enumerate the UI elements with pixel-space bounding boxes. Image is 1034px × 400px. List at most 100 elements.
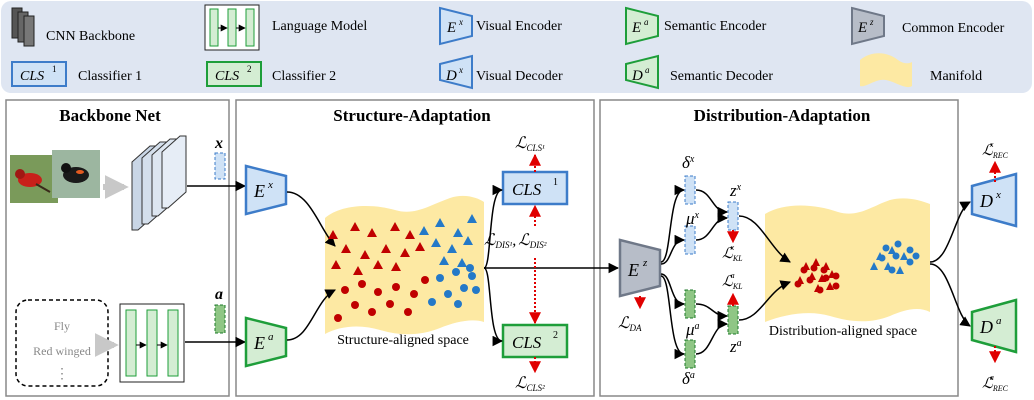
manifold-to-cls2-arrow — [483, 267, 504, 347]
svg-text:2: 2 — [553, 330, 558, 341]
svg-text:x: x — [458, 17, 463, 27]
semantic-decoder-icon: D a — [625, 54, 659, 90]
semantic-encoder: E a — [244, 316, 288, 368]
common-encoder-icon: E z — [851, 6, 885, 46]
classifier-2-icon: CLS 2 — [206, 61, 262, 87]
delta-x-label: δx — [682, 153, 695, 172]
semantic-decoder: D a — [970, 298, 1018, 354]
language-model-block — [119, 303, 185, 383]
svg-text:CLS: CLS — [215, 69, 239, 84]
legend-common-encoder: Common Encoder — [902, 21, 1005, 36]
legend-semantic-decoder: Semantic Decoder — [670, 69, 773, 84]
loss-cls2: ℒCLS² — [515, 375, 545, 393]
svg-text:x: x — [458, 65, 463, 75]
svg-text:D: D — [979, 317, 993, 337]
text-description-box: Fly Red winged ⋮ — [15, 299, 109, 387]
delta-a-vector — [684, 339, 696, 369]
mu-x-label: μx — [685, 209, 700, 228]
ez-to-mu-a — [660, 273, 686, 310]
structure-red-triangles — [328, 222, 425, 275]
svg-text:CLS: CLS — [512, 333, 542, 352]
svg-text:Fly: Fly — [54, 319, 70, 333]
cnn-backbone-icon — [11, 7, 35, 47]
svg-text:D: D — [979, 191, 993, 211]
classifier-1-icon: CLS 1 — [11, 61, 67, 87]
svg-text:E: E — [627, 260, 639, 280]
svg-text:E: E — [253, 333, 265, 353]
mu-a-to-za — [695, 303, 729, 322]
loss-da: ℒDA — [618, 315, 642, 333]
svg-text:1: 1 — [553, 177, 558, 188]
delta-a-to-za — [695, 318, 729, 355]
legend-language-model: Language Model — [272, 19, 367, 34]
distribution-panel-title: Distribution-Adaptation — [694, 106, 871, 125]
structure-blue-triangles — [419, 214, 477, 267]
svg-text:x: x — [267, 179, 273, 191]
feature-x-vector — [214, 152, 226, 180]
ez-to-delta-a — [660, 275, 686, 360]
language-model-icon — [204, 4, 260, 51]
svg-text:a: a — [268, 331, 274, 343]
bird-image-2 — [52, 150, 100, 198]
visual-decoder-icon: D x — [439, 54, 473, 90]
svg-text:CLS: CLS — [512, 180, 542, 199]
structure-red-dots — [334, 276, 429, 322]
svg-text:z: z — [869, 17, 874, 27]
mu-x-to-zx — [695, 212, 729, 241]
mu-a-vector — [684, 289, 696, 319]
loss-rec-a: ℒRECa — [982, 373, 1009, 393]
loss-dis: ℒDIS¹,ℒDIS² — [484, 232, 547, 250]
distribution-red-cluster — [794, 258, 840, 294]
svg-text:a: a — [645, 65, 650, 75]
legend-manifold: Manifold — [930, 69, 982, 84]
structure-manifold — [325, 195, 484, 335]
legend-semantic-encoder: Semantic Encoder — [664, 19, 767, 34]
loss-cls1: ℒCLS¹ — [515, 135, 545, 153]
svg-text:x: x — [995, 189, 1001, 201]
ex-to-manifold-arrow — [286, 191, 336, 247]
z-x-vector — [727, 201, 739, 231]
z-x-label: zx — [729, 181, 742, 200]
classifier-2: CLS 2 — [501, 323, 569, 359]
loss-rec-x: ℒRECx — [982, 140, 1009, 160]
mu-x-vector — [684, 225, 696, 255]
structure-space-label: Structure-aligned space — [337, 333, 469, 348]
svg-text:E: E — [857, 20, 867, 36]
classifier-1: CLS 1 — [501, 170, 569, 206]
mu-a-label: μa — [685, 320, 700, 339]
ea-to-manifold-arrow — [286, 289, 336, 341]
distribution-blue-cluster — [870, 240, 920, 274]
feature-a-label: a — [215, 286, 223, 303]
backbone-panel-title: Backbone Net — [59, 106, 161, 125]
distribution-manifold — [765, 198, 930, 322]
svg-text:E: E — [446, 20, 456, 36]
ez-to-mu-x — [660, 234, 686, 265]
svg-text:1: 1 — [52, 64, 57, 74]
manifold-icon — [860, 53, 912, 88]
svg-text:a: a — [996, 315, 1002, 327]
bird-image-1 — [10, 155, 58, 203]
delta-a-label: δa — [682, 369, 695, 388]
legend-classifier-1: Classifier 1 — [78, 69, 142, 84]
legend-cnn-backbone: CNN Backbone — [46, 29, 135, 44]
common-encoder: E z — [618, 238, 662, 298]
z-a-label: za — [729, 337, 742, 356]
visual-encoder: E x — [244, 164, 288, 216]
manifold-to-cls1-arrow — [483, 184, 504, 269]
manifold-to-da — [929, 263, 971, 327]
legend-visual-encoder: Visual Encoder — [476, 19, 562, 34]
legend-classifier-2: Classifier 2 — [272, 69, 336, 84]
structure-blue-dots — [428, 264, 480, 308]
semantic-encoder-icon: E a — [625, 6, 659, 46]
loss-kl-a: ℒKLa — [722, 271, 743, 291]
svg-text:⋮: ⋮ — [55, 367, 69, 382]
feature-a-vector — [214, 304, 226, 334]
svg-text:D: D — [631, 68, 643, 84]
structure-panel-title: Structure-Adaptation — [333, 106, 491, 125]
loss-kl-x: ℒKLx — [722, 243, 743, 263]
zx-to-manifold — [738, 215, 791, 263]
svg-text:Red winged: Red winged — [33, 344, 91, 358]
za-to-manifold — [738, 280, 791, 321]
svg-text:2: 2 — [247, 64, 252, 74]
distribution-space-label: Distribution-aligned space — [769, 324, 917, 339]
